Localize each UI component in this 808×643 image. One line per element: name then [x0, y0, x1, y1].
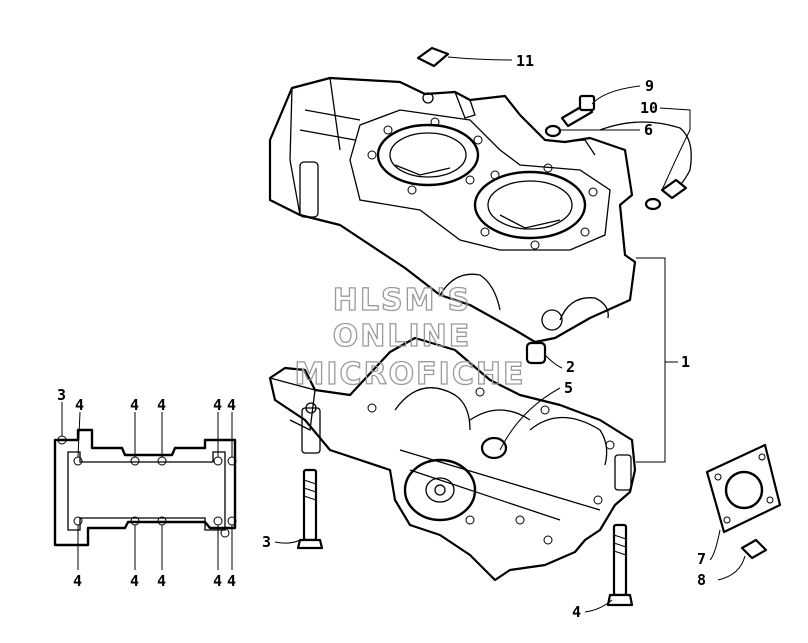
inset-callout-4-bot-1: 4	[73, 572, 82, 590]
inset-callout-3: 3	[57, 386, 66, 404]
washer-6a	[544, 124, 562, 138]
callout-4-main: 4	[572, 603, 581, 621]
inset-callout-4-top-4: 4	[213, 396, 222, 414]
callout-6: 6	[644, 121, 653, 139]
lower-crankcase	[268, 336, 637, 582]
watermark: HLSM'S ONLINE MICROFICHE	[294, 282, 526, 392]
watermark-line-1: HLSM'S	[333, 283, 471, 318]
inset-callout-4-top-1: 4	[75, 396, 84, 414]
upper-crankcase	[268, 76, 637, 344]
inset-callout-4-bot-4: 4	[213, 572, 222, 590]
callout-3-main: 3	[262, 533, 271, 551]
banjo-bolt-9	[560, 94, 596, 128]
callout-8: 8	[697, 571, 706, 589]
inset-callout-4-bot-2: 4	[130, 572, 139, 590]
callout-7: 7	[697, 550, 706, 568]
bolt-pattern-inset	[53, 402, 237, 570]
bushing-2	[525, 341, 547, 365]
watermark-line-2: ONLINE	[333, 319, 472, 354]
inset-callout-4-top-5: 4	[227, 396, 236, 414]
seal-5	[480, 436, 508, 460]
callout-11: 11	[516, 52, 534, 70]
callout-10: 10	[640, 99, 658, 117]
inset-callout-4-bot-5: 4	[227, 572, 236, 590]
inset-callout-4-top-3: 4	[157, 396, 166, 414]
washer-6b	[644, 197, 662, 211]
long-bolt-4	[606, 523, 634, 607]
callout-9: 9	[645, 77, 654, 95]
long-bolt-3	[296, 468, 324, 550]
callout-2: 2	[566, 358, 575, 376]
callout-5: 5	[564, 379, 573, 397]
bolt-8	[740, 538, 768, 560]
inset-callout-4-bot-3: 4	[157, 572, 166, 590]
callout-1: 1	[681, 353, 690, 371]
watermark-line-3: MICROFICHE	[295, 357, 526, 392]
leader-lines	[274, 56, 746, 613]
flange-gasket-7	[705, 443, 782, 534]
fitting-10	[599, 121, 692, 200]
inset-callout-4-top-2: 4	[130, 396, 139, 414]
callouts: 11 9 10 6 1 2 5 3 4 7 8 3 4 4 4 4 4 4 4 …	[57, 52, 706, 621]
gasket-plate-11	[416, 46, 450, 68]
